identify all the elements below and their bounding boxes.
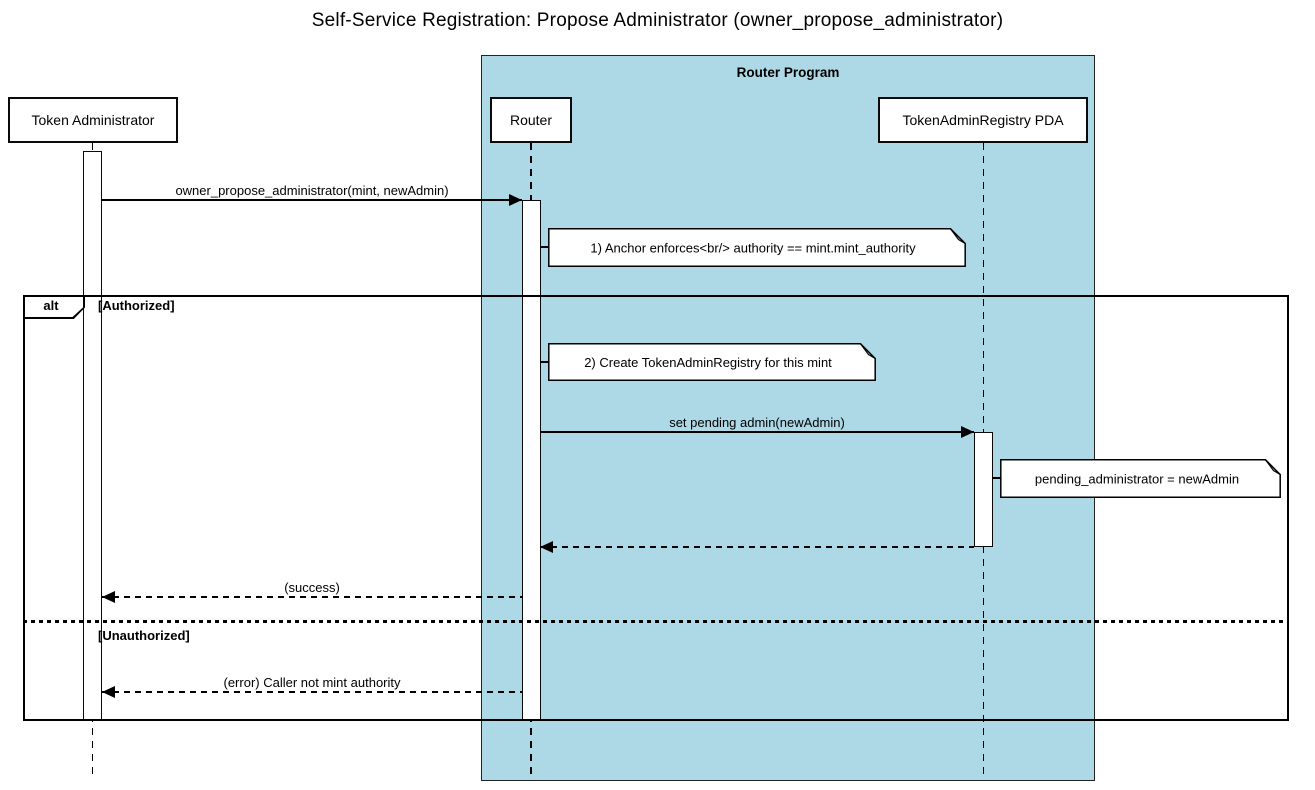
arrowhead-right-icon (961, 426, 974, 438)
note-anchor-enforces: 1) Anchor enforces<br/> authority == min… (548, 228, 966, 267)
arrowhead-left-icon (102, 591, 115, 603)
note-text: 2) Create TokenAdminRegistry for this mi… (584, 355, 832, 370)
arrowhead-left-icon (102, 686, 115, 698)
message-line (102, 199, 522, 201)
note-text: pending_administrator = newAdmin (1035, 472, 1239, 487)
message-label: set pending admin(newAdmin) (669, 415, 845, 430)
return-message-success: (success) (102, 580, 522, 603)
arrowhead-left-icon (540, 541, 553, 553)
guard-unauthorized: [Unauthorized] (98, 628, 190, 643)
diagram-title: Self-Service Registration: Propose Admin… (311, 10, 1004, 31)
guard-authorized: [Authorized] (98, 298, 175, 313)
message-label (540, 530, 974, 546)
note-connector (992, 477, 1001, 479)
participant-token-administrator: Token Administrator (8, 97, 178, 143)
note-pending-administrator: pending_administrator = newAdmin (1000, 459, 1281, 498)
alt-operator-label: alt (43, 298, 59, 313)
arrowhead-right-icon (509, 194, 522, 206)
message-line (540, 546, 974, 548)
return-message-error: (error) Caller not mint authority (102, 675, 522, 698)
activation-bar-tokenadminregistry-pda (974, 432, 993, 547)
note-connector (540, 246, 549, 248)
participant-tokenadminregistry-pda: TokenAdminRegistry PDA (878, 97, 1088, 143)
router-program-group-box (481, 55, 1095, 781)
participant-router: Router (490, 97, 572, 143)
message-label: owner_propose_administrator(mint, newAdm… (175, 183, 449, 198)
note-text: 1) Anchor enforces<br/> authority == min… (590, 241, 916, 256)
message-set-pending-admin: set pending admin(newAdmin) (540, 415, 974, 438)
message-label: (success) (284, 580, 340, 595)
message-line (102, 596, 522, 598)
message-label: (error) Caller not mint authority (223, 675, 401, 690)
message-line (102, 691, 522, 693)
alt-fragment-frame (23, 295, 1289, 721)
message-line (540, 431, 974, 433)
note-connector (540, 361, 549, 363)
return-message-registry-to-router (540, 530, 974, 553)
note-create-registry: 2) Create TokenAdminRegistry for this mi… (548, 343, 876, 381)
alt-operator-tab-fill (25, 297, 83, 317)
router-program-group-label: Router Program (736, 65, 840, 80)
alt-else-divider (23, 620, 1289, 623)
message-owner-propose-administrator: owner_propose_administrator(mint, newAdm… (102, 183, 522, 206)
